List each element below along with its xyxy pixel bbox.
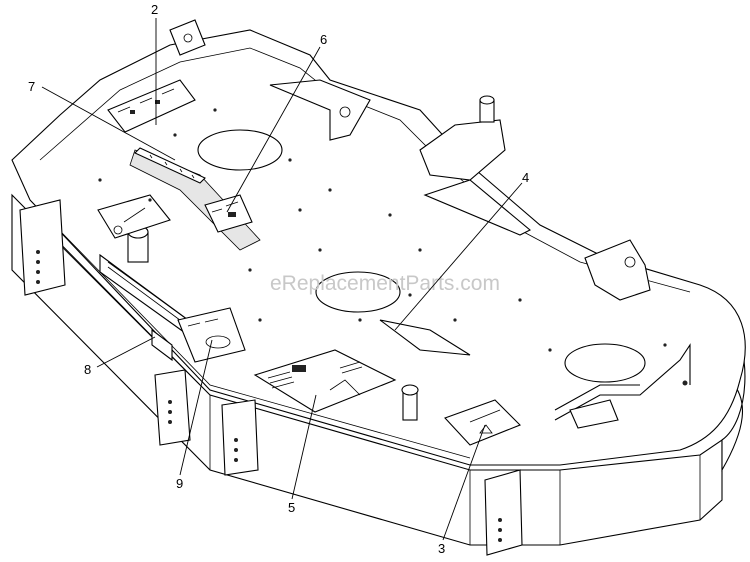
decal-8 [99,253,196,362]
leader-8 [96,336,156,368]
deck-top-plate [11,29,746,466]
leader-3 [442,424,486,541]
leader-6 [226,46,321,213]
bracket-adjust-holes [36,250,502,542]
decal-3 [444,399,521,446]
callout-numbers: 2 6 7 4 8 9 5 3 [28,2,529,556]
leader-4 [394,182,523,331]
leader-lines [41,18,523,541]
leader-5 [291,394,317,500]
left-blade-opening [197,129,283,171]
callout-8: 8 [84,362,91,377]
blade-openings [197,129,646,383]
decal-9 [177,307,246,363]
decal-6 [204,194,253,233]
callout-3: 3 [438,541,445,556]
leader-7 [41,86,176,161]
decal-right-rear [569,399,619,429]
center-blade-opening [315,271,401,313]
callout-7: 7 [28,79,35,94]
watermark: eReplacementParts.com [270,272,500,295]
leader-9 [179,339,213,476]
callout-5: 5 [288,500,295,515]
callout-6: 6 [320,32,327,47]
decal-5 [253,349,397,413]
deck-holes [98,108,688,386]
right-blade-opening [564,343,646,383]
decals [97,79,619,446]
callout-4: 4 [522,170,529,185]
decal-7 [134,147,206,184]
deck-hardware [19,19,691,556]
callout-2: 2 [151,2,158,17]
decal-left-warning [97,194,171,239]
callout-9: 9 [176,476,183,491]
